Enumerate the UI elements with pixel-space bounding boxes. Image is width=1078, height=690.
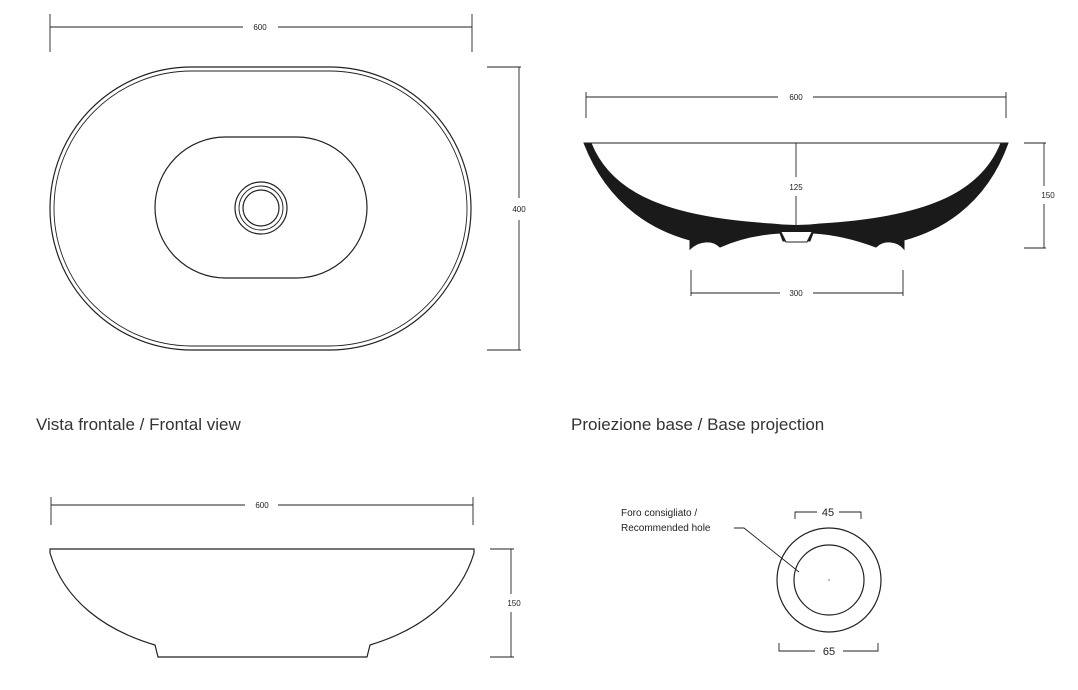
base-width-dimension: 600 [585, 92, 1007, 118]
hole-center-point [828, 579, 830, 581]
hole-outer-dimension: 65 [778, 643, 879, 658]
frontal-drain [234, 181, 288, 235]
side-view: 600 150 [49, 497, 521, 658]
recommended-hole-detail: Foro consigliato / Recommended hole 45 6… [621, 507, 882, 658]
frontal-view: 600 400 [49, 14, 526, 351]
base-drain-outlet [780, 231, 813, 243]
hole-note-line1: Foro consigliato / [621, 508, 697, 519]
side-width-dimension: 600 [50, 497, 474, 525]
frontal-basin-bottom [154, 136, 368, 279]
side-width-label: 600 [255, 501, 269, 510]
base-foot-label: 300 [789, 289, 803, 298]
hole-inner-label: 45 [822, 507, 834, 519]
hole-inner-circle [793, 544, 865, 616]
frontal-outer-rim [49, 66, 472, 351]
base-projection-view: 600 125 150 300 [583, 92, 1055, 298]
side-bowl-outline [49, 548, 475, 658]
frontal-view-title: Vista frontale / Frontal view [36, 415, 241, 434]
frontal-height-label: 400 [512, 205, 526, 214]
hole-note-line2: Recommended hole [621, 523, 711, 534]
base-bowl-section [583, 142, 1009, 251]
base-depth-dimension: 125 [789, 143, 803, 232]
hole-leader-line [734, 527, 800, 573]
base-height-label: 150 [1041, 191, 1055, 200]
base-depth-label: 125 [789, 183, 803, 192]
base-height-dimension: 150 [1024, 142, 1055, 249]
base-projection-title: Proiezione base / Base projection [571, 415, 825, 434]
hole-inner-dimension: 45 [794, 507, 862, 519]
frontal-height-dimension: 400 [487, 66, 526, 351]
frontal-inner-rim [53, 70, 468, 347]
base-foot-dimension: 300 [690, 270, 904, 298]
frontal-width-label: 600 [253, 23, 267, 32]
side-height-label: 150 [507, 599, 521, 608]
hole-outer-circle [776, 527, 882, 633]
hole-outer-label: 65 [823, 646, 835, 658]
frontal-width-dimension: 600 [49, 14, 473, 52]
side-height-dimension: 150 [490, 548, 521, 658]
base-width-label: 600 [789, 93, 803, 102]
